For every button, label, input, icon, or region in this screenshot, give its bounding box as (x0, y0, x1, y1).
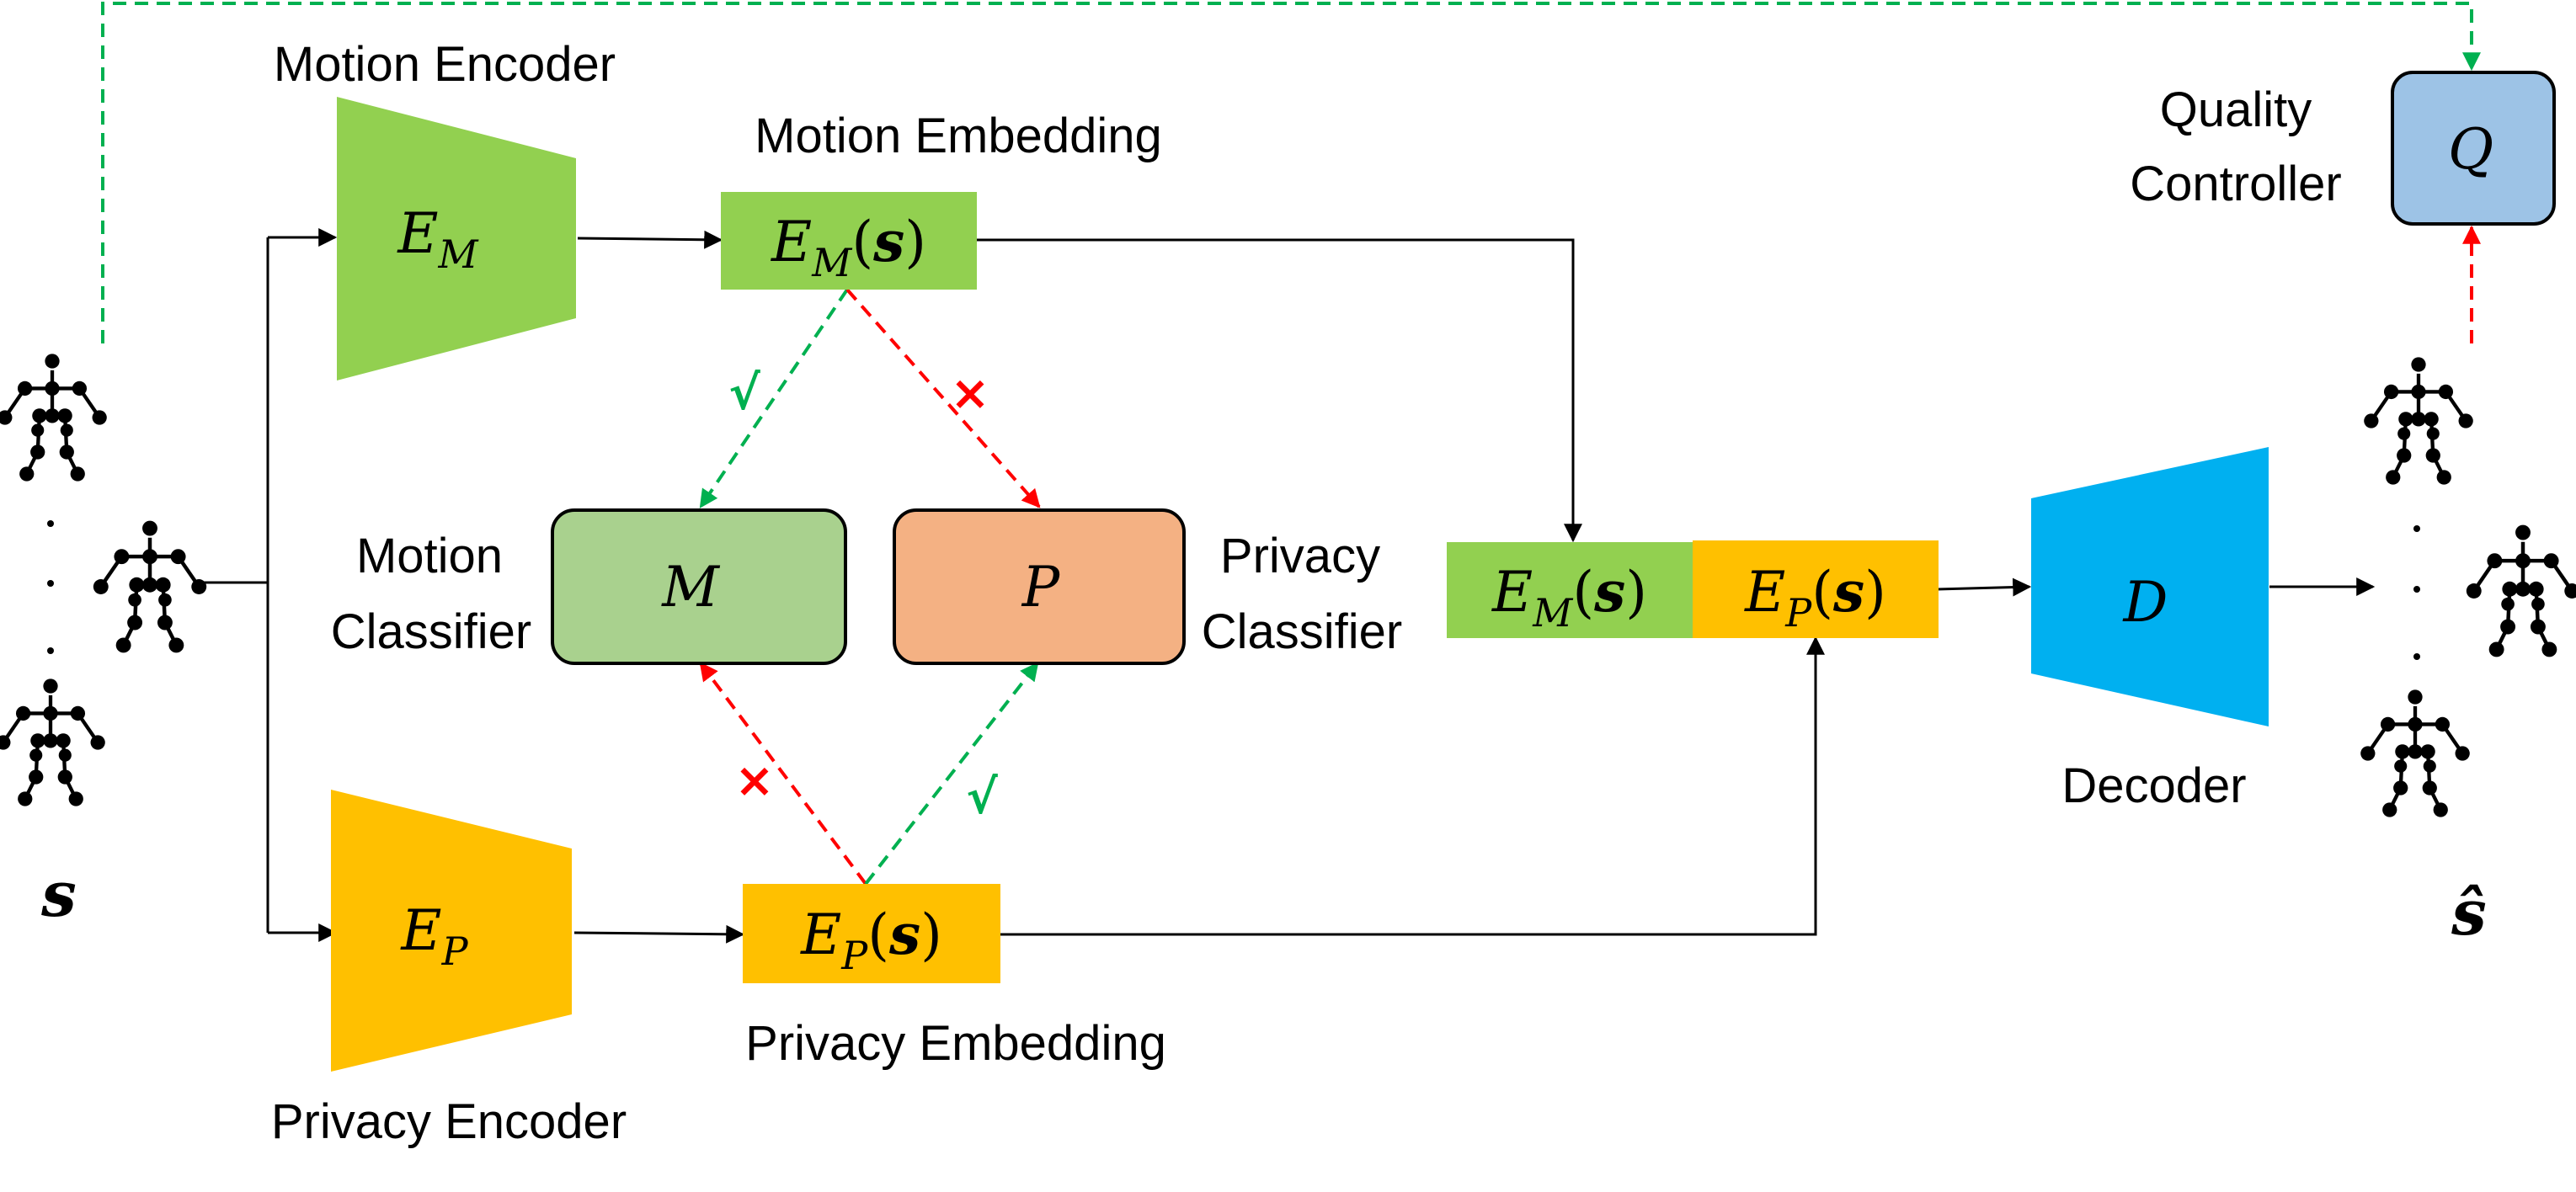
privacy-to-motion-classifier-arrow (699, 662, 867, 886)
motion-embedding-to-concat-arrow (975, 238, 1582, 543)
motion-embedding-box: EM(s) (721, 192, 977, 290)
input-connector (202, 228, 338, 942)
motion-encoder-to-embedding-arrow (577, 230, 723, 249)
input-s-label: s (40, 859, 77, 931)
quality-controller-label-2: Controller (2130, 157, 2341, 211)
svg-text:D: D (2123, 570, 2168, 635)
check-mark-motion: √ (728, 366, 760, 421)
motion-to-privacy-classifier-arrow (845, 288, 1041, 508)
input-skeleton-sequence (0, 354, 206, 806)
motion-to-motion-classifier-arrow (699, 288, 849, 508)
svg-text:Q: Q (2448, 117, 2493, 182)
privacy-to-privacy-classifier-arrow (864, 662, 1039, 886)
svg-text:P: P (1021, 555, 1061, 620)
privacy-classifier-label-2: Classifier (1202, 604, 1403, 659)
privacy-embedding-box: EP(s) (743, 884, 1000, 983)
input-to-quality-controller-arrow (101, 2, 2481, 343)
cross-mark-motion-to-privacy: × (951, 366, 990, 421)
svg-text:EP(s): EP(s) (800, 902, 942, 978)
decoder: D (2031, 447, 2269, 726)
privacy-encoder-label: Privacy Encoder (271, 1094, 627, 1149)
svg-text:EP(s): EP(s) (1744, 559, 1886, 636)
privacy-encoder: EP (331, 790, 572, 1072)
svg-text:EM: EM (397, 201, 479, 277)
privacy-classifier-label: Privacy (1220, 529, 1380, 583)
output-skeleton-sequence (2360, 357, 2576, 817)
privacy-classifier: P (893, 508, 1186, 665)
check-mark-privacy: √ (966, 770, 998, 825)
svg-text:EM(s): EM(s) (771, 209, 926, 285)
svg-text:EM(s): EM(s) (1491, 559, 1647, 636)
motion-classifier-label: Motion (356, 529, 503, 583)
motion-classifier-label-2: Classifier (331, 604, 532, 659)
motion-encoder-label: Motion Encoder (274, 37, 616, 92)
output-s-hat-label: ŝ (2451, 877, 2487, 950)
svg-text:M: M (661, 555, 720, 620)
decoder-label: Decoder (2061, 758, 2246, 813)
svg-text:EP: EP (400, 898, 468, 974)
privacy-embedding-to-concat-arrow (999, 636, 1825, 936)
concatenated-embedding: EM(s) EP(s) (1447, 540, 1939, 638)
cross-mark-privacy-to-motion: × (735, 753, 775, 808)
quality-controller-label: Quality (2160, 82, 2312, 137)
privacy-encoder-to-embedding-arrow (573, 924, 745, 944)
privacy-embedding-label: Privacy Embedding (745, 1016, 1166, 1071)
motion-encoder: EM (337, 97, 576, 380)
concat-to-decoder-arrow (1936, 577, 2032, 597)
quality-controller: Q (2391, 71, 2556, 226)
motion-classifier: M (551, 508, 847, 665)
motion-embedding-label: Motion Embedding (755, 109, 1162, 163)
